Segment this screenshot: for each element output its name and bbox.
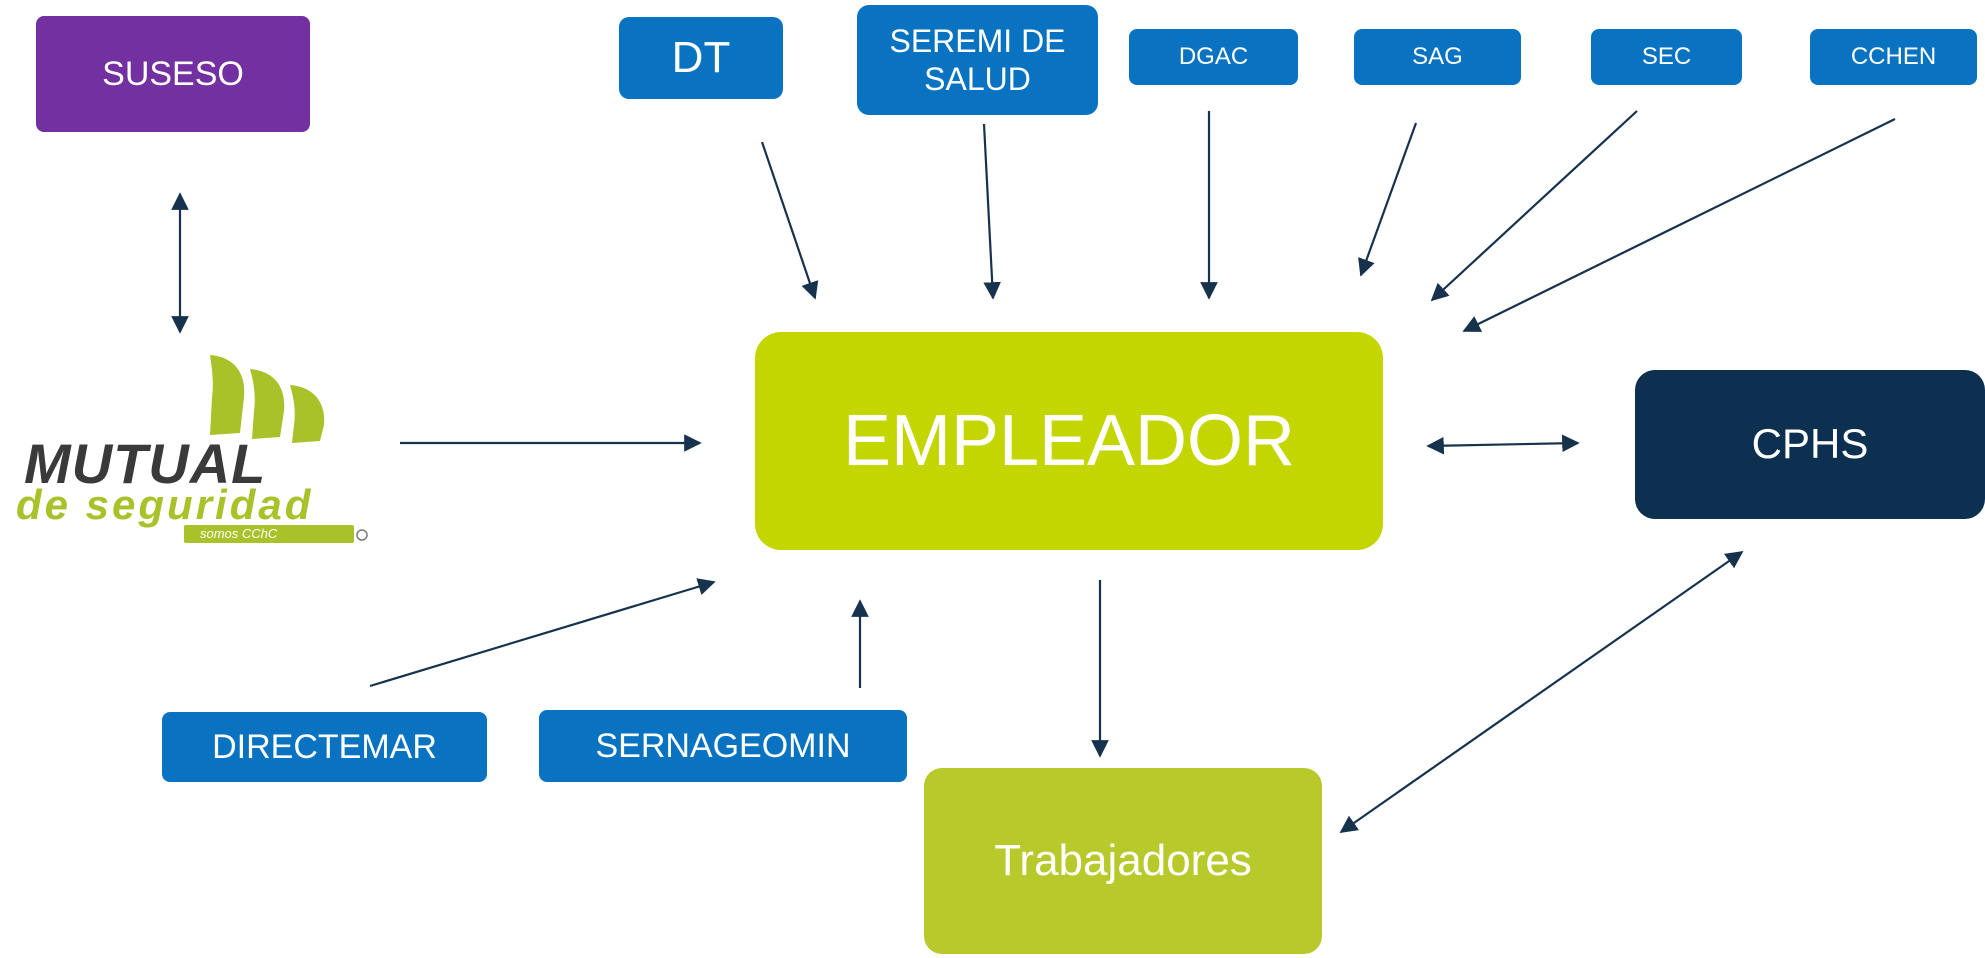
sec-label: SEC (1641, 42, 1692, 70)
seremi-de-salud-box: SEREMI DE SALUD (857, 5, 1098, 115)
dgac-box: DGAC (1129, 29, 1298, 85)
arrow-cchen-empleador (1462, 118, 1896, 332)
cphs-box: CPHS (1635, 370, 1985, 519)
arrow-empleador-cphs (1426, 434, 1580, 455)
logo-brand-text: MUTUAL (24, 432, 267, 495)
directemar-box: DIRECTEMAR (162, 712, 487, 782)
cchen-label: CCHEN (1850, 42, 1937, 70)
seremi-label-line1: SEREMI DE (889, 22, 1066, 59)
trabajadores-label: Trabajadores (994, 835, 1252, 885)
arrow-cphs-trabajadores (1339, 550, 1744, 834)
dgac-label: DGAC (1178, 42, 1249, 70)
empleador-box: EMPLEADOR (755, 332, 1383, 550)
sernageomin-box: SERNAGEOMIN (539, 710, 907, 782)
sag-box: SAG (1354, 29, 1521, 85)
suseso-box: SUSESO (36, 16, 310, 132)
cchen-box: CCHEN (1810, 29, 1977, 85)
sernageomin-label: SERNAGEOMIN (595, 726, 851, 765)
empleador-label: EMPLEADOR (842, 400, 1296, 481)
dt-box: DT (619, 17, 783, 99)
mutual-logo-mark-icon (184, 355, 368, 543)
dt-label: DT (671, 32, 731, 82)
logo-tagline-text: de seguridad (16, 481, 314, 528)
cphs-label: CPHS (1751, 420, 1869, 468)
suseso-label: SUSESO (102, 54, 244, 93)
arrow-dt-empleador (760, 141, 819, 300)
arrow-seremi-empleador (982, 123, 1001, 300)
sec-box: SEC (1591, 29, 1742, 85)
sag-label: SAG (1412, 42, 1463, 70)
directemar-label: DIRECTEMAR (212, 727, 437, 766)
arrow-sec-empleador (1430, 110, 1638, 302)
trabajadores-box: Trabajadores (924, 768, 1322, 954)
mutual-de-seguridad-logo: MUTUAL de seguridad somos CChC (14, 355, 376, 547)
arrow-sag-empleador (1358, 122, 1418, 277)
logo-badge-text: somos CChC (200, 526, 278, 541)
seremi-label-line2: SALUD (924, 61, 1031, 97)
arrow-directemar-empleador (369, 578, 716, 688)
